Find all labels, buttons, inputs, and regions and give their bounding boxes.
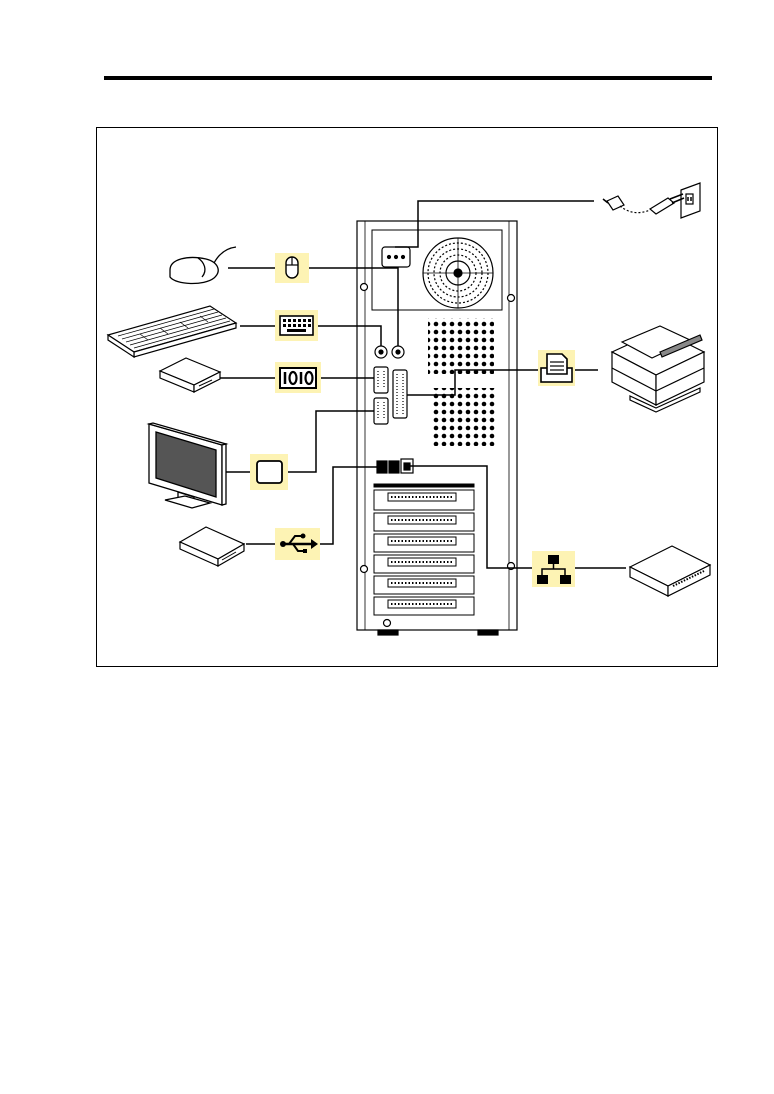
monitor-port-icon [250, 454, 288, 490]
keyboard-port-icon [275, 310, 318, 341]
usb-port-icon [275, 528, 320, 560]
network-port-icon [532, 551, 575, 587]
network-hub-device [630, 546, 710, 596]
printer-device [612, 326, 704, 412]
printer-port-icon [538, 350, 575, 386]
keyboard-device [108, 306, 236, 357]
serial-device [160, 358, 220, 392]
serial-port-icon [275, 362, 321, 393]
mouse-port-icon [275, 253, 309, 283]
mouse-device [170, 247, 236, 284]
monitor-device [149, 423, 226, 508]
usb-device [180, 527, 244, 566]
server-tower-rear [357, 221, 517, 635]
power-cord-device [603, 183, 700, 218]
